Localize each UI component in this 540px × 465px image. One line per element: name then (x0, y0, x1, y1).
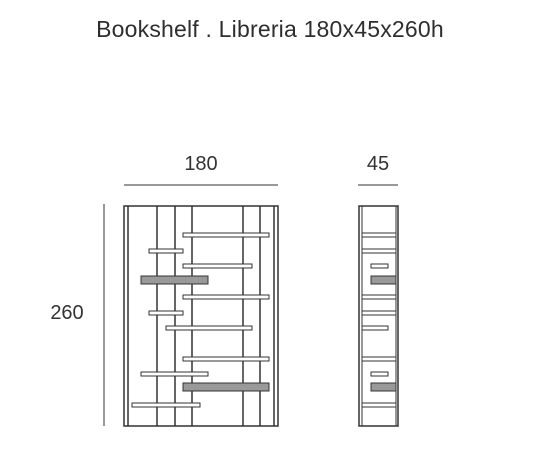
front-shelf (148, 248, 184, 254)
side-view (358, 205, 399, 427)
side-shelf (361, 232, 397, 238)
page-title: Bookshelf . Libreria 180x45x260h (96, 16, 444, 42)
side-outer-frame (358, 205, 399, 427)
side-shelves (361, 232, 397, 408)
front-shelf (140, 371, 209, 377)
side-shelf-highlight (370, 275, 397, 285)
side-shelf (370, 371, 389, 377)
front-view (123, 205, 279, 427)
front-shelf-highlight (140, 275, 209, 285)
front-shelf (182, 294, 270, 300)
height-dimension-label: 260 (50, 302, 84, 324)
front-shelf (182, 232, 270, 238)
side-shelf (370, 263, 389, 269)
side-shelf (361, 356, 397, 362)
front-shelf (131, 402, 201, 408)
side-shelf (361, 325, 389, 331)
front-shelves (131, 232, 270, 408)
front-shelf (148, 310, 184, 316)
side-shelf-highlight (370, 382, 397, 392)
depth-dimension-label: 45 (366, 153, 390, 175)
width-dimension-label: 180 (184, 153, 218, 175)
side-shelf (361, 248, 397, 254)
front-shelf (182, 263, 253, 269)
side-shelf (361, 310, 397, 316)
front-shelf (165, 325, 253, 331)
side-shelf (361, 402, 397, 408)
front-shelf-highlight (182, 382, 270, 392)
front-outer-frame (123, 205, 279, 427)
front-shelf (182, 356, 270, 362)
side-shelf (361, 294, 397, 300)
